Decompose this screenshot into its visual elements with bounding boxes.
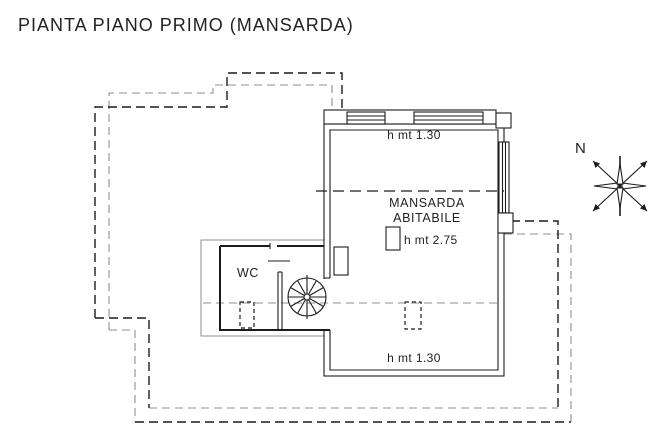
main-room-outer-wall bbox=[323, 123, 505, 377]
compass-arrowhead-nw bbox=[593, 161, 600, 168]
stair-partition-wall bbox=[277, 271, 283, 330]
compass-arrowhead-ne bbox=[640, 161, 647, 168]
wc-label: WC bbox=[237, 266, 259, 280]
corner-pier bbox=[495, 112, 512, 129]
wc-annex bbox=[200, 239, 325, 337]
height-label-ridge: h mt 2.75 bbox=[404, 233, 458, 247]
wc-flue-dashed bbox=[239, 301, 255, 329]
top-window-band bbox=[323, 109, 512, 129]
compass-point-east bbox=[621, 182, 647, 190]
right-wall-pier bbox=[497, 212, 514, 234]
height-label-bottom: h mt 1.30 bbox=[387, 351, 441, 365]
chimney-block bbox=[333, 246, 349, 276]
flue-dashed bbox=[404, 301, 422, 330]
height-label-top: h mt 1.30 bbox=[387, 128, 441, 142]
room-name-line2: ABITABILE bbox=[393, 211, 461, 225]
compass-point-south bbox=[616, 187, 624, 209]
north-label: N bbox=[575, 140, 586, 157]
compass-rose-icon: N bbox=[575, 140, 648, 216]
wc-annex-outer-wall bbox=[200, 239, 325, 337]
drawing-title: PIANTA PIANO PRIMO (MANSARDA) bbox=[18, 15, 354, 35]
window-icon-right-wall bbox=[498, 141, 510, 214]
roof-projection-outline-gray bbox=[108, 84, 572, 422]
main-room-inner-wall bbox=[329, 129, 499, 371]
compass-arrowhead-sw bbox=[593, 204, 600, 211]
flue-solid bbox=[385, 226, 401, 251]
left-wall-opening bbox=[322, 279, 331, 329]
compass-point-north bbox=[616, 163, 624, 185]
wc-room: WC bbox=[219, 243, 330, 331]
room-name-line1: MANSARDA bbox=[389, 196, 465, 210]
main-room: h mt 1.30 MANSARDA ABITABILE h mt 2.75 h… bbox=[316, 109, 514, 377]
spiral-staircase-icon bbox=[287, 275, 327, 319]
compass-arrowhead-se bbox=[640, 204, 647, 211]
window-icon-top-right bbox=[413, 111, 484, 125]
compass-point-west bbox=[593, 182, 619, 190]
roof-projection-outline-black bbox=[94, 72, 571, 423]
window-icon-top-left bbox=[346, 111, 386, 125]
